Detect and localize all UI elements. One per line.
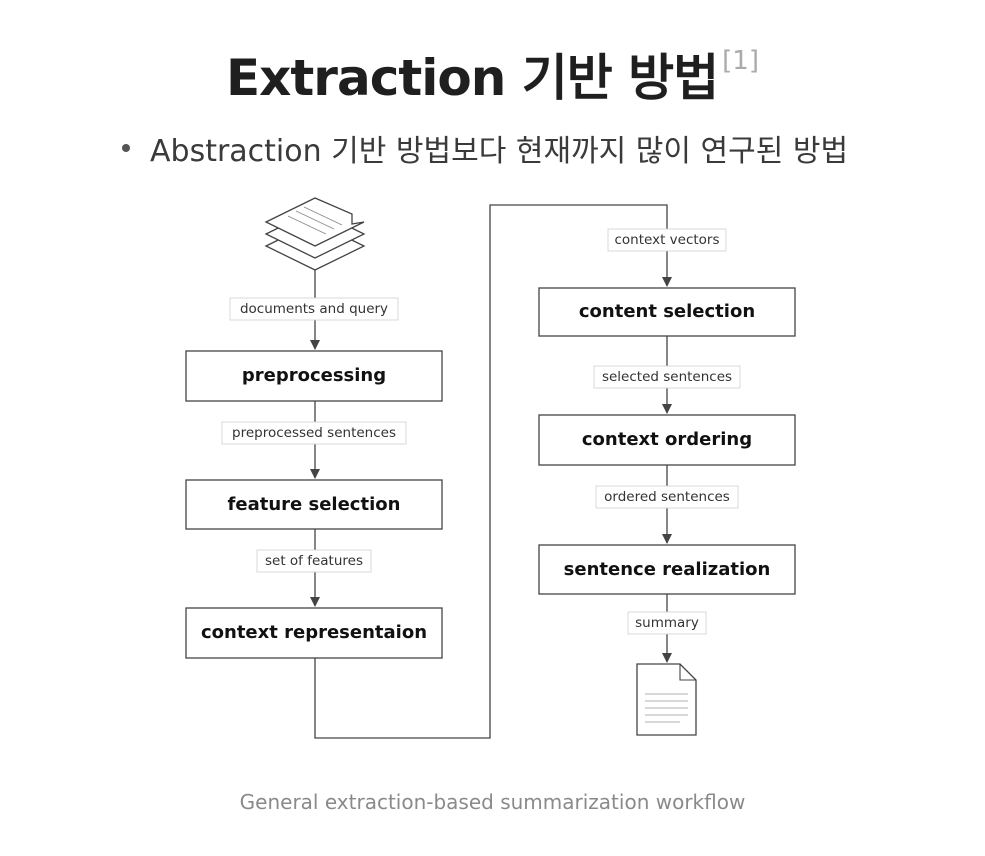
title-reference: [1] [722,46,759,76]
edge-label-preprocessed-sentences: preprocessed sentences [221,421,407,445]
edge-label-ordered-sentences: ordered sentences [595,485,739,509]
edge-line [314,204,672,739]
process-box-context-representation: context representaion [185,607,443,659]
edge-label-text: set of features [265,553,363,569]
edge-label-set-of-features: set of features [256,549,372,573]
title-row: Extraction 기반 방법[1] [0,38,985,110]
edge-label-text: documents and query [240,301,388,317]
process-box-feature-selection: feature selection [185,479,443,530]
box-label: feature selection [228,494,401,515]
bullet-item: Abstraction 기반 방법보다 현재까지 많이 연구된 방법 [122,126,848,170]
documents-stack-icon [264,197,366,271]
edge-label-context-vectors: context vectors [607,228,727,252]
process-box-preprocessing: preprocessing [185,350,443,402]
bullet-text: Abstraction 기반 방법보다 현재까지 많이 연구된 방법 [150,134,849,169]
edge-label-text: summary [635,615,699,631]
edge-label-selected-sentences: selected sentences [593,365,741,389]
edge-label-text: selected sentences [602,369,732,385]
bullet-dot-icon [122,144,130,152]
process-box-context-ordering: context ordering [538,414,796,466]
edge-label-summary: summary [627,611,707,635]
edge-label-text: preprocessed sentences [232,425,396,441]
edge-label-documents-and-query: documents and query [229,297,399,321]
process-box-content-selection: content selection [538,287,796,337]
box-label: sentence realization [564,559,771,580]
process-box-sentence-realization: sentence realization [538,544,796,595]
figure-caption: General extraction-based summarization w… [239,790,746,814]
box-label: preprocessing [242,365,386,386]
document-icon [636,663,697,736]
edge-label-text: ordered sentences [604,489,730,505]
box-label: content selection [579,301,755,322]
box-label: context representaion [201,622,427,643]
box-label: context ordering [582,429,752,450]
edge-label-text: context vectors [614,232,719,248]
page-title: Extraction 기반 방법 [226,49,719,107]
